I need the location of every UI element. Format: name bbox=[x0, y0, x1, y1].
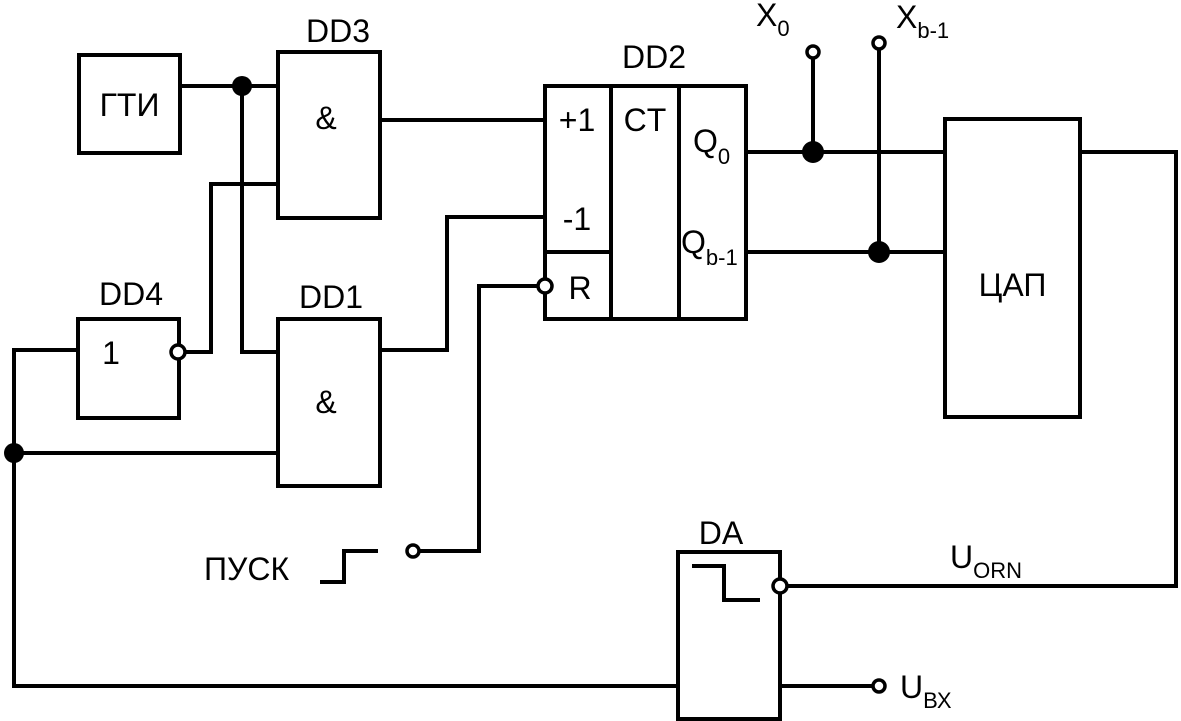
wire-gti-dd1 bbox=[240, 84, 280, 354]
wire-dac-uorn bbox=[787, 150, 1178, 588]
dd2-reset-bubble bbox=[536, 277, 554, 295]
da-comparator: DA bbox=[676, 515, 789, 721]
dd4-inversion-bubble bbox=[169, 343, 187, 361]
start-label: ПУСК bbox=[204, 551, 289, 587]
wires bbox=[12, 46, 1178, 688]
da-name: DA bbox=[699, 515, 744, 551]
dd2-decrement-input: -1 bbox=[563, 201, 591, 237]
wire-dd4-dd3 bbox=[185, 182, 280, 354]
dd2-counter-symbol: CT bbox=[624, 102, 667, 138]
junction-q0 bbox=[802, 141, 824, 163]
da-inversion-bubble bbox=[771, 577, 789, 595]
comparator-step-icon bbox=[692, 564, 760, 602]
wire-start-reset bbox=[418, 284, 540, 553]
dd2-counter: DD2 +1 -1 R CT Q0 Qb-1 bbox=[536, 39, 748, 321]
dd4-name: DD4 bbox=[99, 276, 163, 312]
dd2-q0-output: Q0 bbox=[693, 123, 730, 169]
dd4-inverter: DD4 1 bbox=[76, 276, 187, 420]
x0-terminal[interactable] bbox=[805, 44, 821, 60]
dd3-and-gate: DD3 & bbox=[276, 13, 382, 220]
junctions bbox=[4, 76, 890, 463]
uorn-label: UORN bbox=[950, 539, 1022, 583]
uin-terminal[interactable] bbox=[871, 678, 887, 694]
junction-rail bbox=[4, 443, 24, 463]
x0-label: X0 bbox=[756, 0, 790, 41]
xb-terminal[interactable] bbox=[871, 35, 887, 51]
dd2-reset-input: R bbox=[568, 270, 591, 306]
uin-label: UВХ bbox=[900, 669, 952, 713]
dd2-qb-output: Qb-1 bbox=[681, 224, 738, 270]
start-step-icon bbox=[320, 549, 378, 584]
junction-qb bbox=[868, 241, 890, 263]
xb-label: Xb-1 bbox=[896, 0, 949, 43]
wire-dd1-dd2-minus bbox=[378, 215, 547, 352]
dac-block: ЦАП bbox=[943, 117, 1082, 419]
dac-label: ЦАП bbox=[979, 267, 1047, 303]
dd4-symbol: 1 bbox=[102, 335, 120, 371]
dd1-symbol: & bbox=[315, 384, 336, 420]
dd2-name: DD2 bbox=[622, 39, 686, 75]
terminals: X0 Xb-1 ПУСК UORN UВХ bbox=[204, 0, 1022, 713]
dd3-name: DD3 bbox=[306, 13, 370, 49]
pulse-generator-block: ГТИ bbox=[77, 53, 182, 155]
dd1-and-gate: DD1 & bbox=[276, 279, 382, 488]
dd2-increment-input: +1 bbox=[559, 102, 595, 138]
start-terminal[interactable] bbox=[405, 543, 421, 559]
pulse-generator-label: ГТИ bbox=[100, 87, 160, 123]
junction-gti bbox=[232, 76, 252, 96]
wire-comparator-rail bbox=[12, 348, 680, 688]
dd1-name: DD1 bbox=[299, 279, 363, 315]
dd3-symbol: & bbox=[315, 100, 336, 136]
